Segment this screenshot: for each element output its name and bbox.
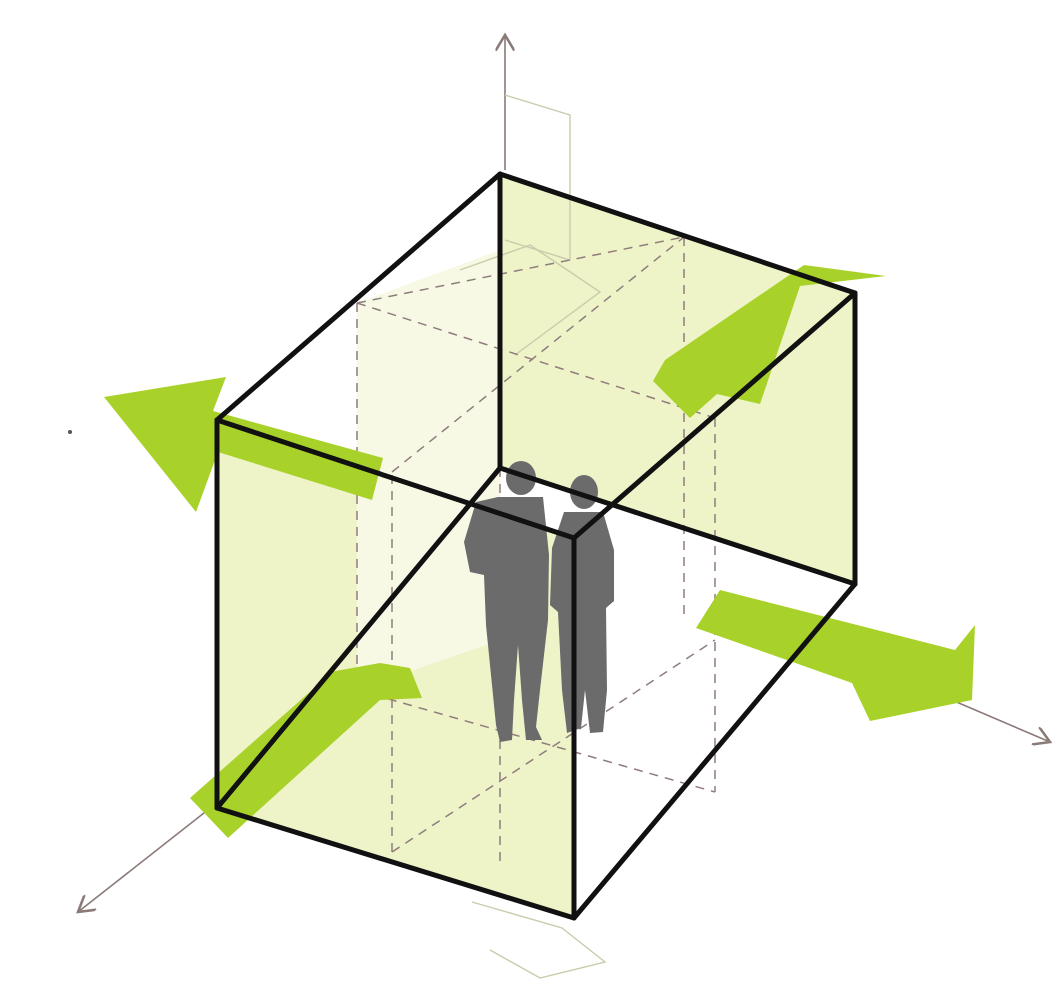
lower-plane-outline	[472, 902, 605, 978]
depth-axis	[78, 798, 223, 912]
stray-dot	[68, 430, 72, 434]
